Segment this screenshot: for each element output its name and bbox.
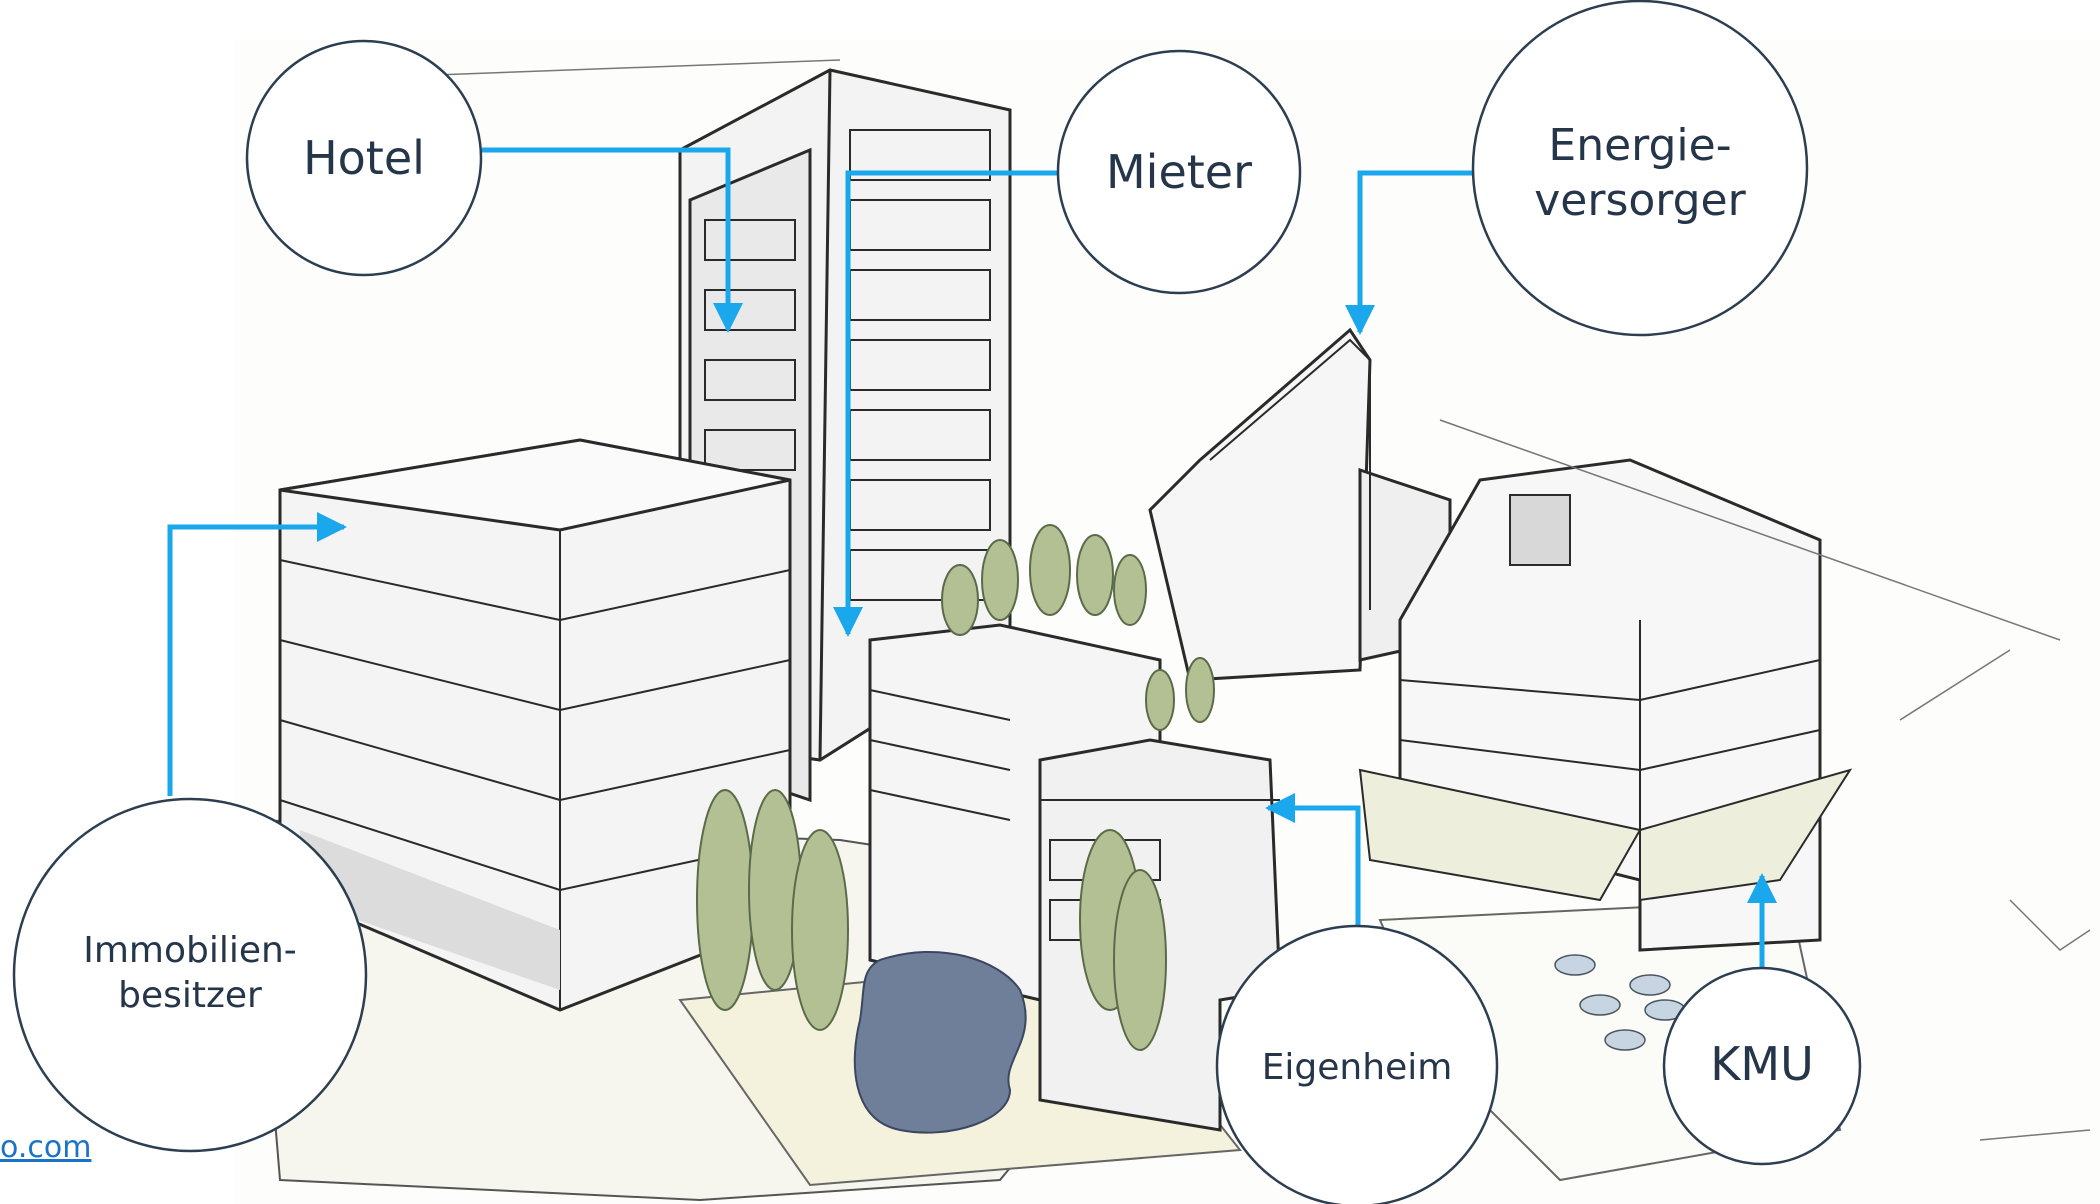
cafe-tables <box>1554 954 1686 1051</box>
arrow-eigenheim <box>1265 793 1361 926</box>
right-building <box>1358 458 1853 952</box>
footer-link[interactable]: o.com <box>0 1130 92 1165</box>
trees <box>696 524 1215 1051</box>
label-energieversorger-line1: Energie- <box>1548 120 1732 171</box>
left-building <box>278 438 792 1012</box>
circle-eigenheim <box>1215 924 1499 1204</box>
circle-energieversorger <box>1471 0 1809 337</box>
arrow-mieter <box>833 170 1060 637</box>
label-immobilienbesitzer-line2: besitzer <box>118 975 262 1016</box>
label-kmu: KMU <box>1710 1037 1814 1091</box>
arrow-immobilienbesitzer <box>167 512 347 796</box>
circle-kmu <box>1662 966 1862 1166</box>
circle-mieter <box>1056 49 1302 295</box>
pond <box>853 951 1027 1134</box>
label-energieversorger: Energie- versorger <box>1490 118 1790 228</box>
circle-immobilienbesitzer <box>12 797 368 1153</box>
arrow-hotel <box>482 147 743 333</box>
label-immobilienbesitzer-line1: Immobilien- <box>83 930 297 971</box>
label-mieter: Mieter <box>1105 145 1253 199</box>
label-hotel: Hotel <box>303 131 425 185</box>
arrow-energieversorger <box>1345 170 1473 335</box>
label-immobilienbesitzer: Immobilien- besitzer <box>40 928 340 1018</box>
label-energieversorger-line2: versorger <box>1534 175 1746 226</box>
circle-hotel <box>245 39 483 277</box>
label-eigenheim: Eigenheim <box>1261 1047 1453 1088</box>
